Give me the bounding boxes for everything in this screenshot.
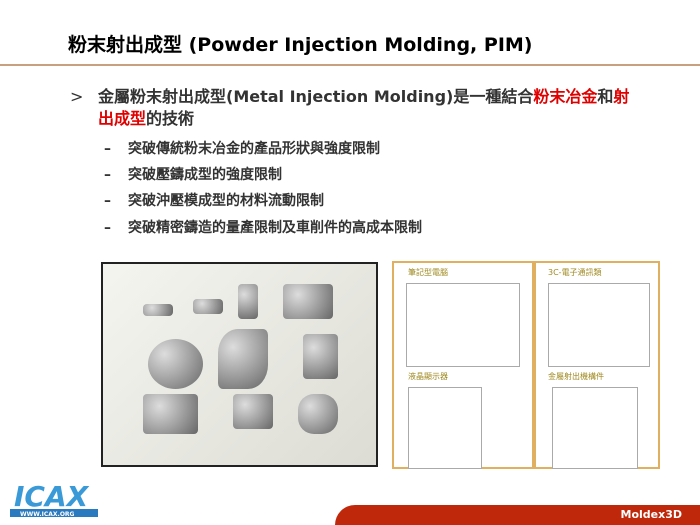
lcd-sketch: [408, 387, 482, 469]
sub-bullet: –突破壓鑄成型的強度限制: [104, 167, 282, 183]
label-lcd: 液晶顯示器: [408, 372, 448, 381]
bullet-marker: >: [70, 87, 84, 106]
sub-bullet: –突破精密鑄造的量產限制及車削件的高成本限制: [104, 220, 422, 236]
title-divider: [0, 64, 700, 66]
bullet-text: 和: [597, 87, 614, 106]
icax-logo: ICAX WWW.ICAX.ORG: [6, 478, 126, 520]
camera-sketch: [548, 283, 650, 367]
footer-bar: [335, 505, 700, 525]
svg-text:WWW.ICAX.ORG: WWW.ICAX.ORG: [20, 511, 75, 518]
bullet-text: 的技術: [146, 109, 195, 128]
label-3c: 3C-電子通訊類: [548, 268, 602, 277]
label-laptop: 筆記型電腦: [408, 268, 448, 277]
bullet-text: 金屬粉末射出成型(Metal Injection Molding)是一種結合: [98, 87, 534, 106]
label-mim: 金屬射出機構件: [548, 372, 604, 381]
laptop-sketch: [406, 283, 520, 367]
pim-parts-photo: [101, 262, 378, 467]
highlight-pm: 粉末冶金: [533, 87, 598, 106]
panel-left: 筆記型電腦 液晶顯示器: [392, 261, 534, 469]
sub-bullet: –突破沖壓模成型的材料流動限制: [104, 193, 324, 209]
slide-title: 粉末射出成型 (Powder Injection Molding, PIM): [68, 34, 533, 56]
main-bullet: > 金屬粉末射出成型(Metal Injection Molding)是一種結合…: [70, 86, 630, 130]
svg-text:ICAX: ICAX: [14, 480, 90, 513]
panel-right: 3C-電子通訊類 金屬射出機構件: [534, 261, 660, 469]
sub-bullet: –突破傳統粉末冶金的產品形狀與強度限制: [104, 141, 380, 157]
brand-logo: Moldex3D: [620, 508, 683, 521]
device-sketch: [552, 387, 638, 469]
highlight-im: 射出成型: [98, 87, 630, 128]
